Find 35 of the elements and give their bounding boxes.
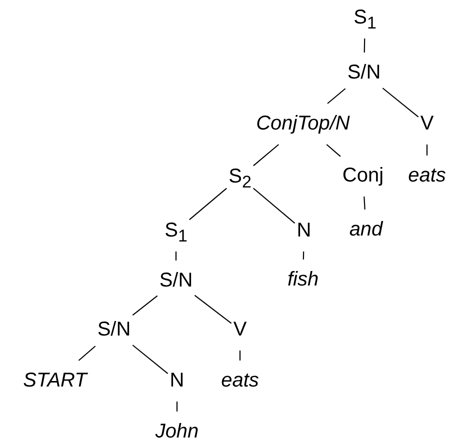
category-label: N bbox=[168, 360, 186, 402]
tree-branch bbox=[189, 188, 227, 220]
category-label: S$_{2}$ bbox=[226, 156, 254, 198]
word-label: eats bbox=[406, 156, 448, 196]
tree-branch bbox=[132, 295, 158, 316]
category-label: Conj bbox=[340, 156, 386, 196]
category-label: S/N bbox=[95, 310, 133, 350]
category-label: S$_{1}$ bbox=[162, 210, 190, 252]
tree-branch bbox=[302, 251, 304, 260]
category-label: N bbox=[294, 210, 314, 252]
category-label: V bbox=[231, 310, 249, 350]
word-label: fish bbox=[285, 260, 321, 300]
tree-branch bbox=[194, 294, 232, 324]
word-label: John bbox=[153, 412, 201, 443]
tree-branch bbox=[364, 38, 366, 52]
tree-branch bbox=[176, 402, 178, 412]
category-label: S/N bbox=[345, 52, 383, 94]
tree-branch bbox=[78, 346, 96, 361]
word-label: eats bbox=[219, 360, 261, 402]
tree-branch bbox=[132, 344, 168, 374]
tree-branch bbox=[364, 196, 366, 210]
word-label: ConjTop/N bbox=[254, 104, 352, 144]
tree-branch bbox=[327, 88, 346, 104]
category-label: V bbox=[418, 104, 436, 144]
tree-branch bbox=[175, 252, 177, 260]
tree-branch bbox=[426, 144, 428, 156]
tree-branch bbox=[253, 188, 296, 224]
word-label: START bbox=[21, 360, 89, 402]
tree-branch bbox=[326, 144, 341, 157]
category-label: S/N bbox=[157, 260, 195, 302]
word-label: and bbox=[347, 210, 385, 250]
tree-branch bbox=[239, 350, 241, 360]
tree-branch bbox=[253, 144, 279, 166]
tree-branch bbox=[382, 88, 419, 118]
category-label: S$_{1}$ bbox=[352, 0, 378, 38]
